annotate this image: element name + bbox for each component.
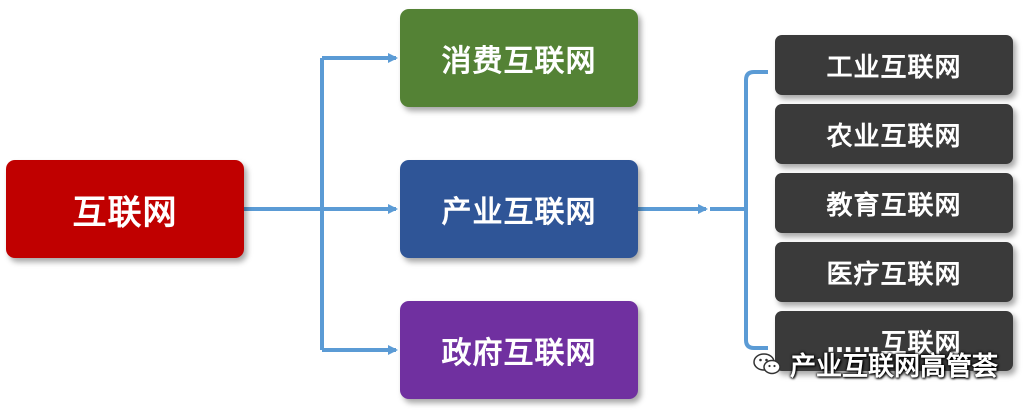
- leaf-bracket: [744, 70, 768, 350]
- leaf-medical-internet: 医疗互联网: [775, 242, 1013, 302]
- node-government-internet: 政府互联网: [400, 301, 638, 399]
- wechat-icon: [753, 353, 781, 375]
- root-node: 互联网: [6, 160, 244, 258]
- node-industrial-internet-main: 产业互联网: [400, 160, 638, 258]
- watermark-text: 产业互联网高管荟: [790, 351, 999, 382]
- leaf-more-internet: ……互联网: [775, 311, 1013, 371]
- node-consumer-internet: 消费互联网: [400, 9, 638, 107]
- watermark: 产业互联网高管荟: [752, 344, 998, 384]
- leaf-education-internet: 教育互联网: [775, 173, 1013, 233]
- leaf-agriculture-internet: 农业互联网: [775, 104, 1013, 164]
- leaf-industry-internet: 工业互联网: [775, 35, 1013, 95]
